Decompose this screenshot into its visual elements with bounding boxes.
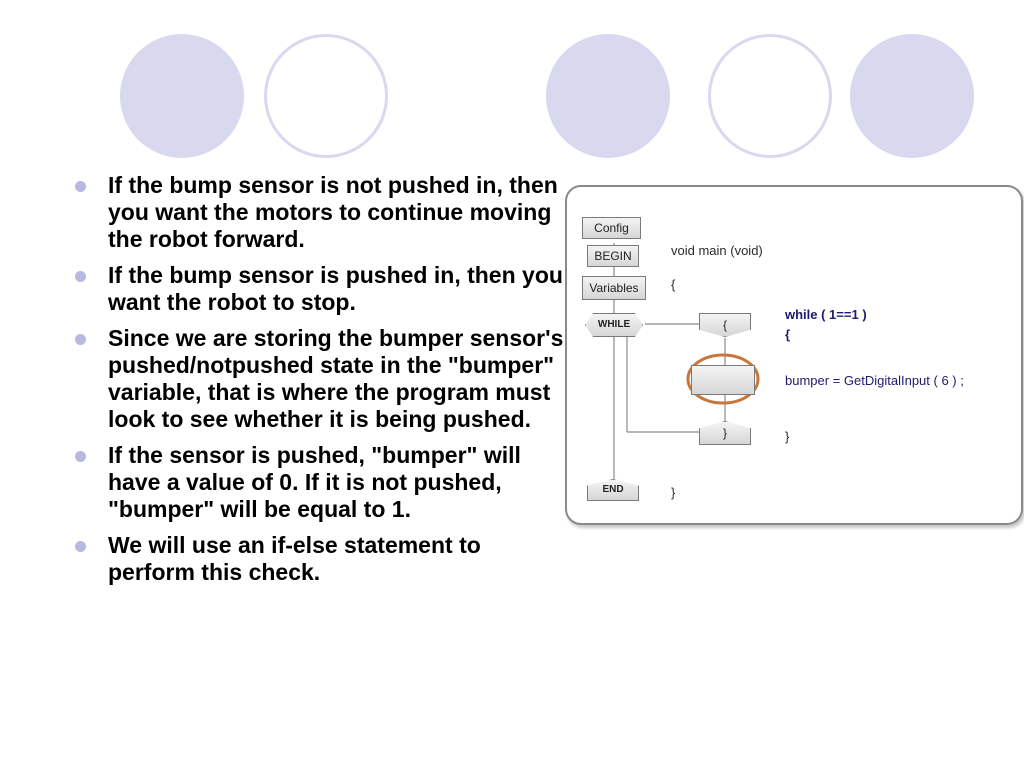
bumper-block bbox=[691, 365, 755, 395]
bullet-list: If the bump sensor is not pushed in, the… bbox=[70, 172, 570, 595]
bullet-text: We will use an if-else statement to perf… bbox=[108, 532, 481, 585]
bullet-item: If the bump sensor is pushed in, then yo… bbox=[70, 262, 570, 316]
begin-block: BEGIN bbox=[587, 245, 639, 267]
main-open-brace: { bbox=[671, 277, 676, 292]
bullet-text: If the bump sensor is not pushed in, the… bbox=[108, 172, 558, 252]
main-signature: void main (void) bbox=[671, 243, 763, 258]
bullet-item: Since we are storing the bumper sensor's… bbox=[70, 325, 570, 433]
bullet-text: If the bump sensor is pushed in, then yo… bbox=[108, 262, 563, 315]
bullet-dot-icon bbox=[75, 451, 86, 462]
while-block: WHILE bbox=[585, 313, 643, 337]
decor-circle-filled bbox=[120, 34, 244, 158]
bullet-text: Since we are storing the bumper sensor's… bbox=[108, 325, 564, 432]
decor-circle-ring bbox=[708, 34, 832, 158]
bullet-text: If the sensor is pushed, "bumper" will h… bbox=[108, 442, 521, 522]
decor-circle-filled bbox=[850, 34, 974, 158]
config-block: Config bbox=[582, 217, 641, 239]
main-close-brace: } bbox=[671, 485, 676, 500]
decor-circle-ring bbox=[264, 34, 388, 158]
bullet-dot-icon bbox=[75, 271, 86, 282]
highlight-ring bbox=[686, 353, 760, 405]
bullet-item: If the sensor is pushed, "bumper" will h… bbox=[70, 442, 570, 523]
while-close-brace: } bbox=[785, 429, 790, 444]
while-open-brace: { bbox=[785, 327, 791, 342]
bumper-statement: bumper = GetDigitalInput ( 6 ) ; bbox=[785, 373, 964, 388]
bullet-dot-icon bbox=[75, 181, 86, 192]
bullet-item: If the bump sensor is not pushed in, the… bbox=[70, 172, 570, 253]
variables-block: Variables bbox=[582, 276, 646, 300]
decor-circle-filled bbox=[546, 34, 670, 158]
bullet-item: We will use an if-else statement to perf… bbox=[70, 532, 570, 586]
flowchart-panel: Config BEGIN Variables WHILE { } END voi… bbox=[565, 185, 1023, 525]
bullet-dot-icon bbox=[75, 541, 86, 552]
while-statement: while ( 1==1 ) bbox=[785, 307, 867, 322]
bullet-dot-icon bbox=[75, 334, 86, 345]
end-block: END bbox=[587, 479, 639, 501]
